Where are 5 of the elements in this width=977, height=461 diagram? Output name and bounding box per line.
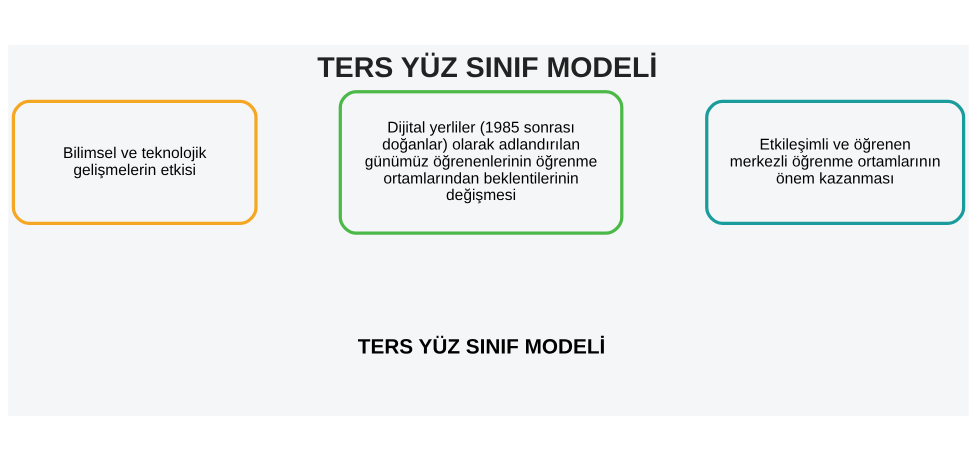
node-box: Dijital yerliler (1985 sonrası doğanlar) olarak adlandırılan günümüz öğrenenlerinin öğrenme ortamlarından beklentilerinin değişmesi — [338, 90, 624, 235]
diagram-title: TERS YÜZ SINIF MODELİ — [317, 52, 658, 84]
node-box: Bilimsel ve teknolojik gelişmelerin etkisi — [12, 100, 258, 225]
label: TERS YÜZ SINIF MODELİ — [358, 335, 606, 358]
node-box: Etkileşimli ve öğrenen merkezli öğrenme ortamlarının önem kazanması — [705, 100, 966, 225]
